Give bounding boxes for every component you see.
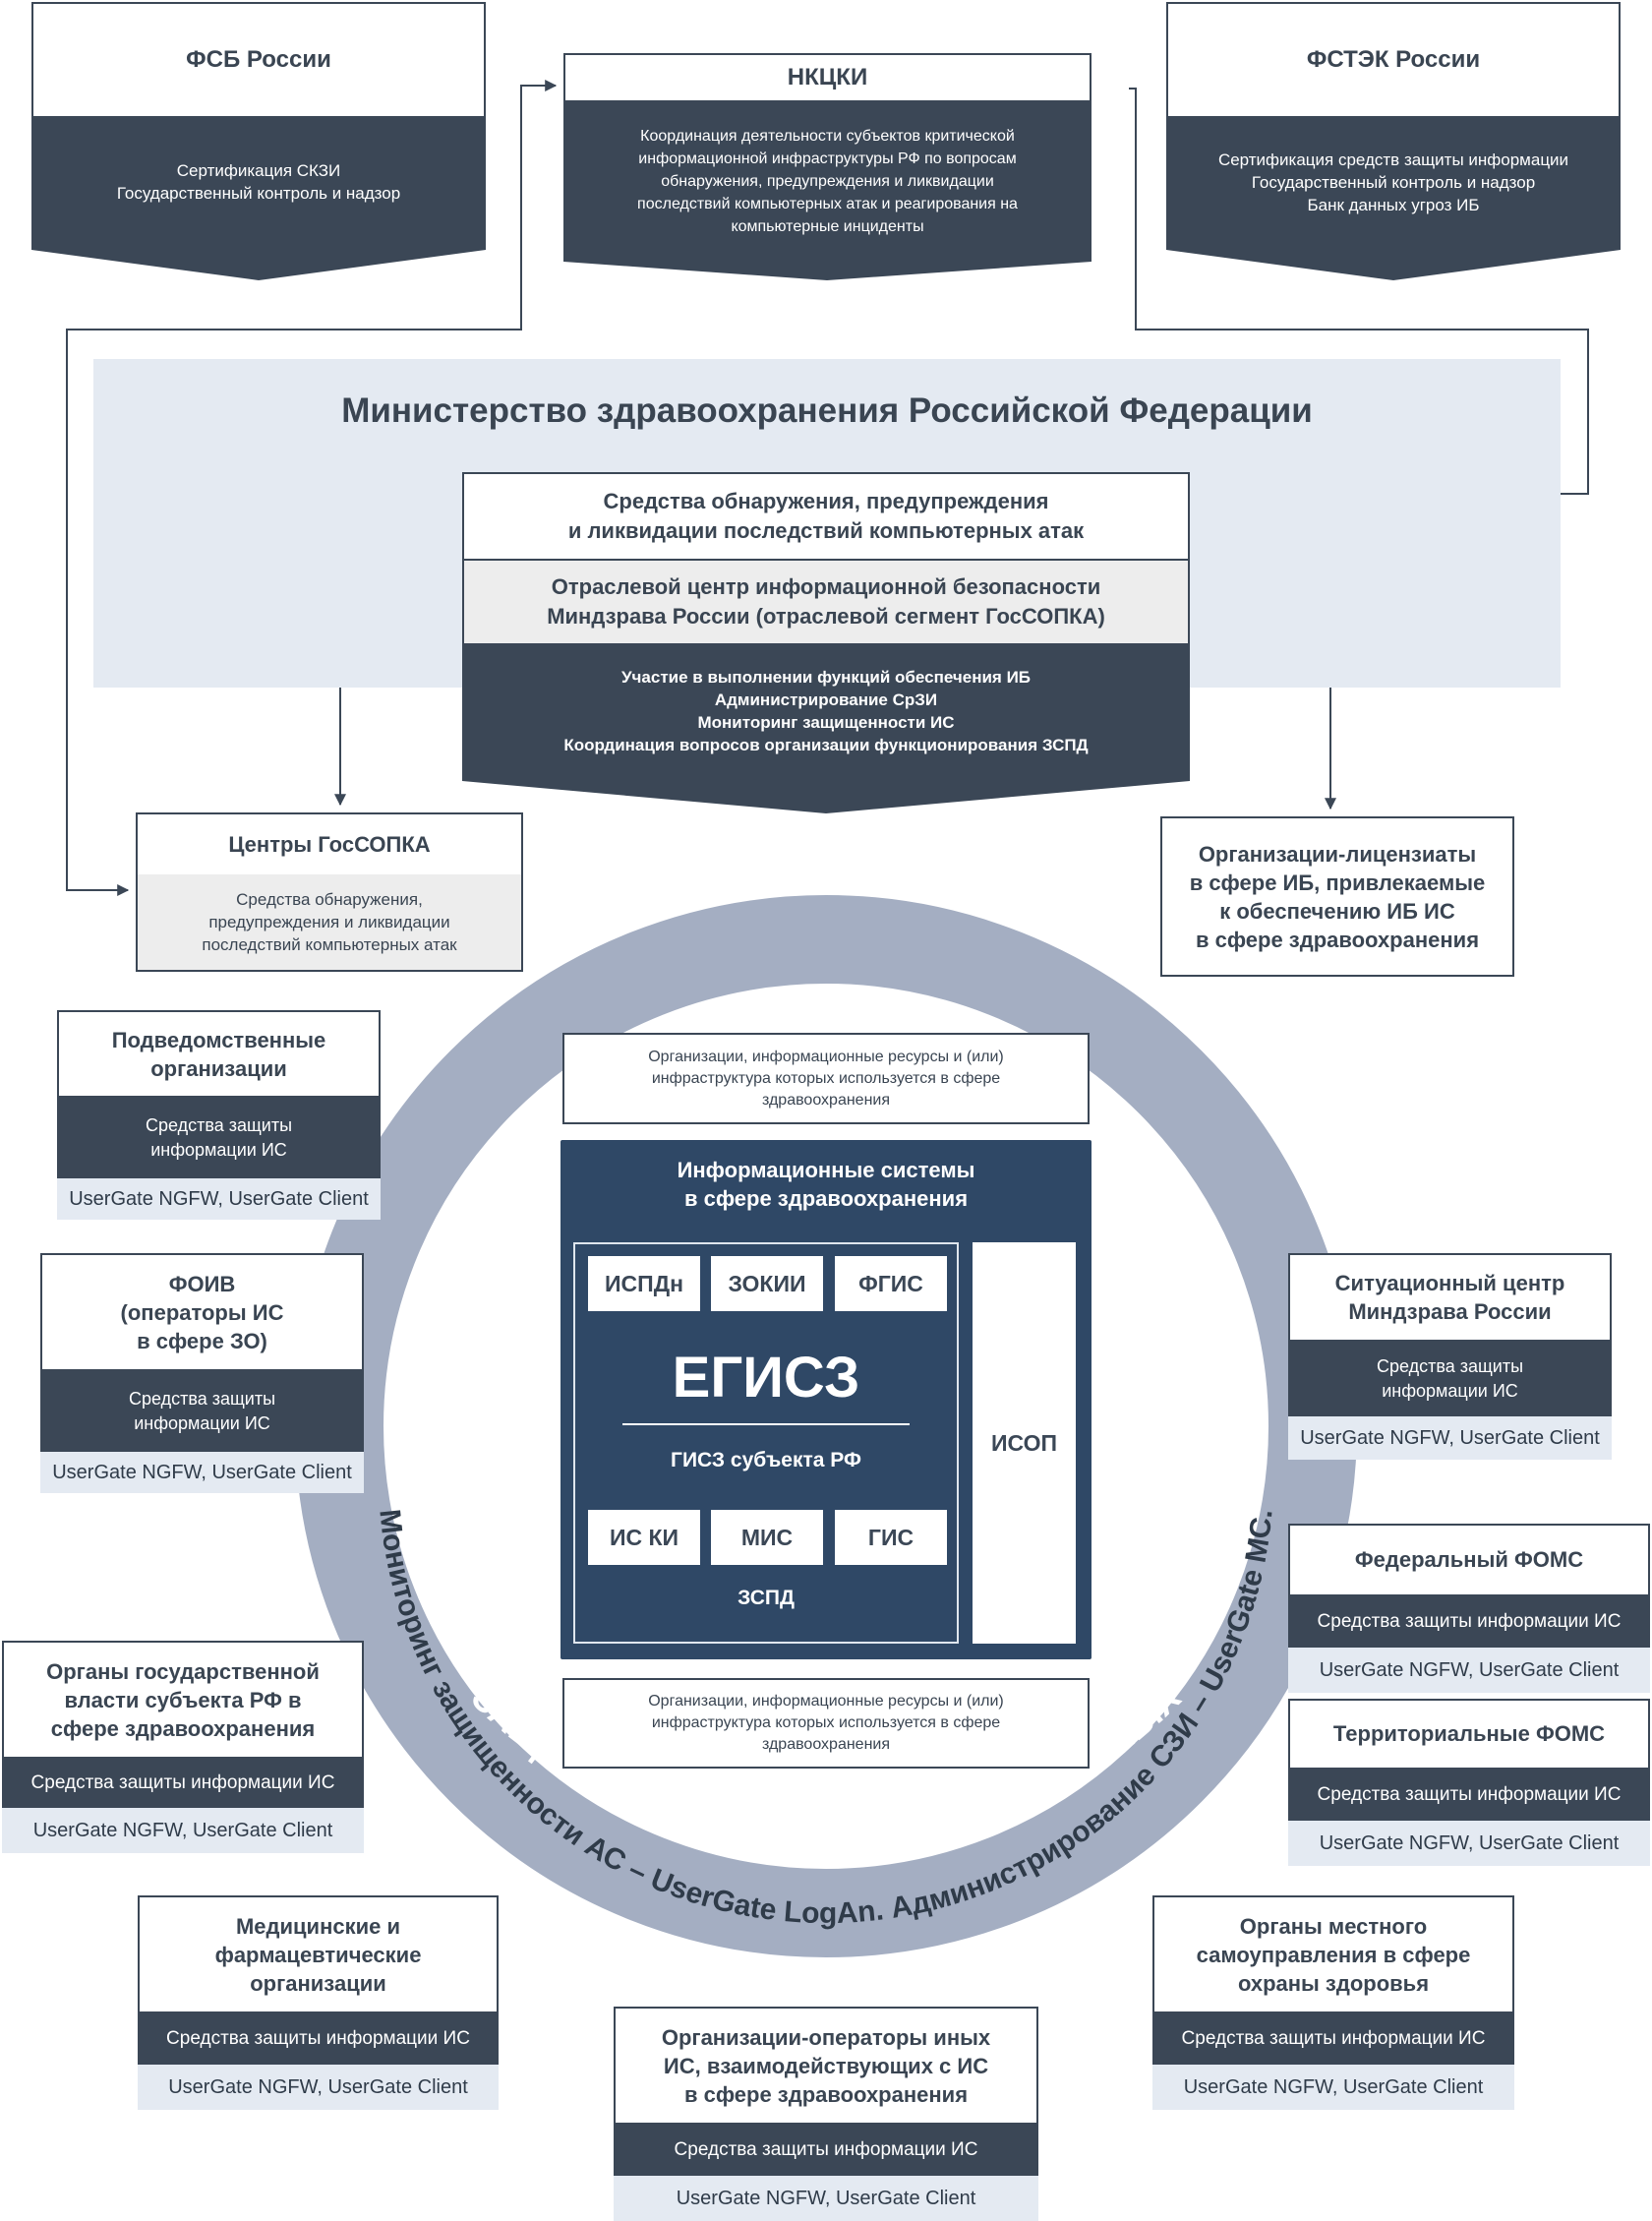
org-operators-tools: Средства защиты информации ИС	[614, 2125, 1038, 2176]
chip-ispdn: ИСПДн	[588, 1256, 700, 1311]
org-medical-product: UserGate NGFW, UserGate Client	[138, 2065, 499, 2110]
org-situation-center: Ситуационный центр Миндзрава России Сред…	[1288, 1253, 1612, 1460]
org-subordinate: Подведомственные организации Средства за…	[57, 1010, 381, 1220]
org-foiv-product: UserGate NGFW, UserGate Client	[40, 1452, 364, 1493]
org-federal-foms: Федеральный ФОМС Средства защиты информа…	[1288, 1524, 1650, 1693]
chip-fgis: ФГИС	[835, 1256, 947, 1311]
isop-block: ИСОП	[973, 1242, 1076, 1644]
chip-gis: ГИС	[835, 1510, 947, 1565]
fsb-body: Сертификация СКЗИ Государственный контро…	[31, 118, 486, 246]
org-subordinate-tools: Средства защиты информации ИС	[57, 1098, 381, 1178]
org-foiv-tools: Средства защиты информации ИС	[40, 1371, 364, 1452]
zspd-label: ЗСПД	[738, 1587, 795, 1609]
nkcki-chevron	[563, 258, 1092, 280]
org-medical: Медицинские и фармацевтические организац…	[138, 1895, 499, 2110]
resources-bottom: Организации, информационные ресурсы и (и…	[562, 1678, 1090, 1769]
org-territorial-foms: Территориальные ФОМС Средства защиты инф…	[1288, 1699, 1650, 1866]
org-subordinate-product: UserGate NGFW, UserGate Client	[57, 1178, 381, 1220]
egisz-label: ЕГИСЗ	[672, 1345, 860, 1410]
org-regional-gov-tools: Средства защиты информации ИС	[2, 1759, 364, 1808]
org-local-gov: Органы местного самоуправления в сфере о…	[1152, 1895, 1514, 2110]
ministry-title: Министерство здравоохранения Российской …	[341, 391, 1313, 430]
org-regional-gov: Органы государственной власти субъекта Р…	[2, 1641, 364, 1853]
org-federal-foms-product: UserGate NGFW, UserGate Client	[1288, 1648, 1650, 1693]
org-regional-gov-title: Органы государственной власти субъекта Р…	[2, 1641, 364, 1759]
org-local-gov-tools: Средства защиты информации ИС	[1152, 2013, 1514, 2065]
org-operators: Организации-операторы иных ИС, взаимодей…	[614, 2007, 1038, 2221]
org-regional-gov-product: UserGate NGFW, UserGate Client	[2, 1808, 364, 1853]
org-territorial-foms-tools: Средства защиты информации ИС	[1288, 1770, 1650, 1821]
center-functions: Участие в выполнении функций обеспечения…	[462, 643, 1190, 779]
chip-mis: МИС	[711, 1510, 823, 1565]
org-foiv: ФОИВ (операторы ИС в сфере ЗО) Средства …	[40, 1253, 364, 1493]
org-local-gov-product: UserGate NGFW, UserGate Client	[1152, 2065, 1514, 2110]
org-federal-foms-title: Федеральный ФОМС	[1288, 1524, 1650, 1596]
org-federal-foms-tools: Средства защиты информации ИС	[1288, 1596, 1650, 1648]
chip-zokii: ЗОКИИ	[711, 1256, 823, 1311]
connector-gossopka-nkcki	[66, 80, 558, 896]
ministry-chevron	[462, 777, 1190, 813]
gossopka-title: Центры ГосСОПКА	[136, 812, 523, 876]
org-medical-tools: Средства защиты информации ИС	[138, 2013, 499, 2065]
gossopka-body: Средства обнаружения, предупреждения и л…	[136, 874, 523, 972]
org-operators-product: UserGate NGFW, UserGate Client	[614, 2176, 1038, 2221]
detect-tools: Средства обнаружения, предупреждения и л…	[462, 472, 1190, 561]
egisz-divider	[622, 1423, 910, 1425]
gisz-label: ГИСЗ субъекта РФ	[671, 1449, 861, 1471]
fsb-card: ФСБ России Сертификация СКЗИ Государстве…	[31, 2, 486, 282]
fstek-chevron	[1166, 246, 1621, 280]
chip-iski: ИС КИ	[588, 1510, 700, 1565]
nkcki-title: НКЦКИ	[563, 53, 1092, 102]
fsb-chevron	[31, 246, 486, 280]
fsb-title: ФСБ России	[31, 2, 486, 118]
fstek-title: ФСТЭК России	[1166, 2, 1621, 118]
org-territorial-foms-product: UserGate NGFW, UserGate Client	[1288, 1821, 1650, 1866]
ministry-center-card: Средства обнаружения, предупреждения и л…	[462, 472, 1190, 814]
org-situation-tools: Средства защиты информации ИС	[1288, 1342, 1612, 1416]
fstek-card: ФСТЭК России Сертификация средств защиты…	[1166, 2, 1621, 282]
gossopka-card: Центры ГосСОПКА Средства обнаружения, пр…	[136, 812, 523, 972]
org-operators-title: Организации-операторы иных ИС, взаимодей…	[614, 2007, 1038, 2125]
org-territorial-foms-title: Территориальные ФОМС	[1288, 1699, 1650, 1770]
fstek-body: Сертификация средств защиты информации Г…	[1166, 118, 1621, 246]
resources-top: Организации, информационные ресурсы и (и…	[562, 1033, 1090, 1124]
org-medical-title: Медицинские и фармацевтические организац…	[138, 1895, 499, 2013]
org-local-gov-title: Органы местного самоуправления в сфере о…	[1152, 1895, 1514, 2013]
industry-center: Отраслевой центр информационной безопасн…	[462, 561, 1190, 643]
licensees-card: Организации-лицензиаты в сфере ИБ, привл…	[1160, 816, 1514, 977]
org-situation-title: Ситуационный центр Миндзрава России	[1288, 1253, 1612, 1342]
nkcki-card: НКЦКИ Координация деятельности субъектов…	[563, 53, 1092, 281]
egisz-frame: ИСПДн ЗОКИИ ФГИС ЕГИСЗ ГИСЗ субъекта РФ …	[573, 1242, 959, 1644]
org-situation-product: UserGate NGFW, UserGate Client	[1288, 1416, 1612, 1460]
is-panel: Информационные системы в сфере здравоохр…	[560, 1140, 1092, 1659]
org-foiv-title: ФОИВ (операторы ИС в сфере ЗО)	[40, 1253, 364, 1371]
nkcki-body: Координация деятельности субъектов крити…	[563, 102, 1092, 260]
org-subordinate-title: Подведомственные организации	[57, 1010, 381, 1098]
is-title: Информационные системы в сфере здравоохр…	[677, 1158, 975, 1211]
